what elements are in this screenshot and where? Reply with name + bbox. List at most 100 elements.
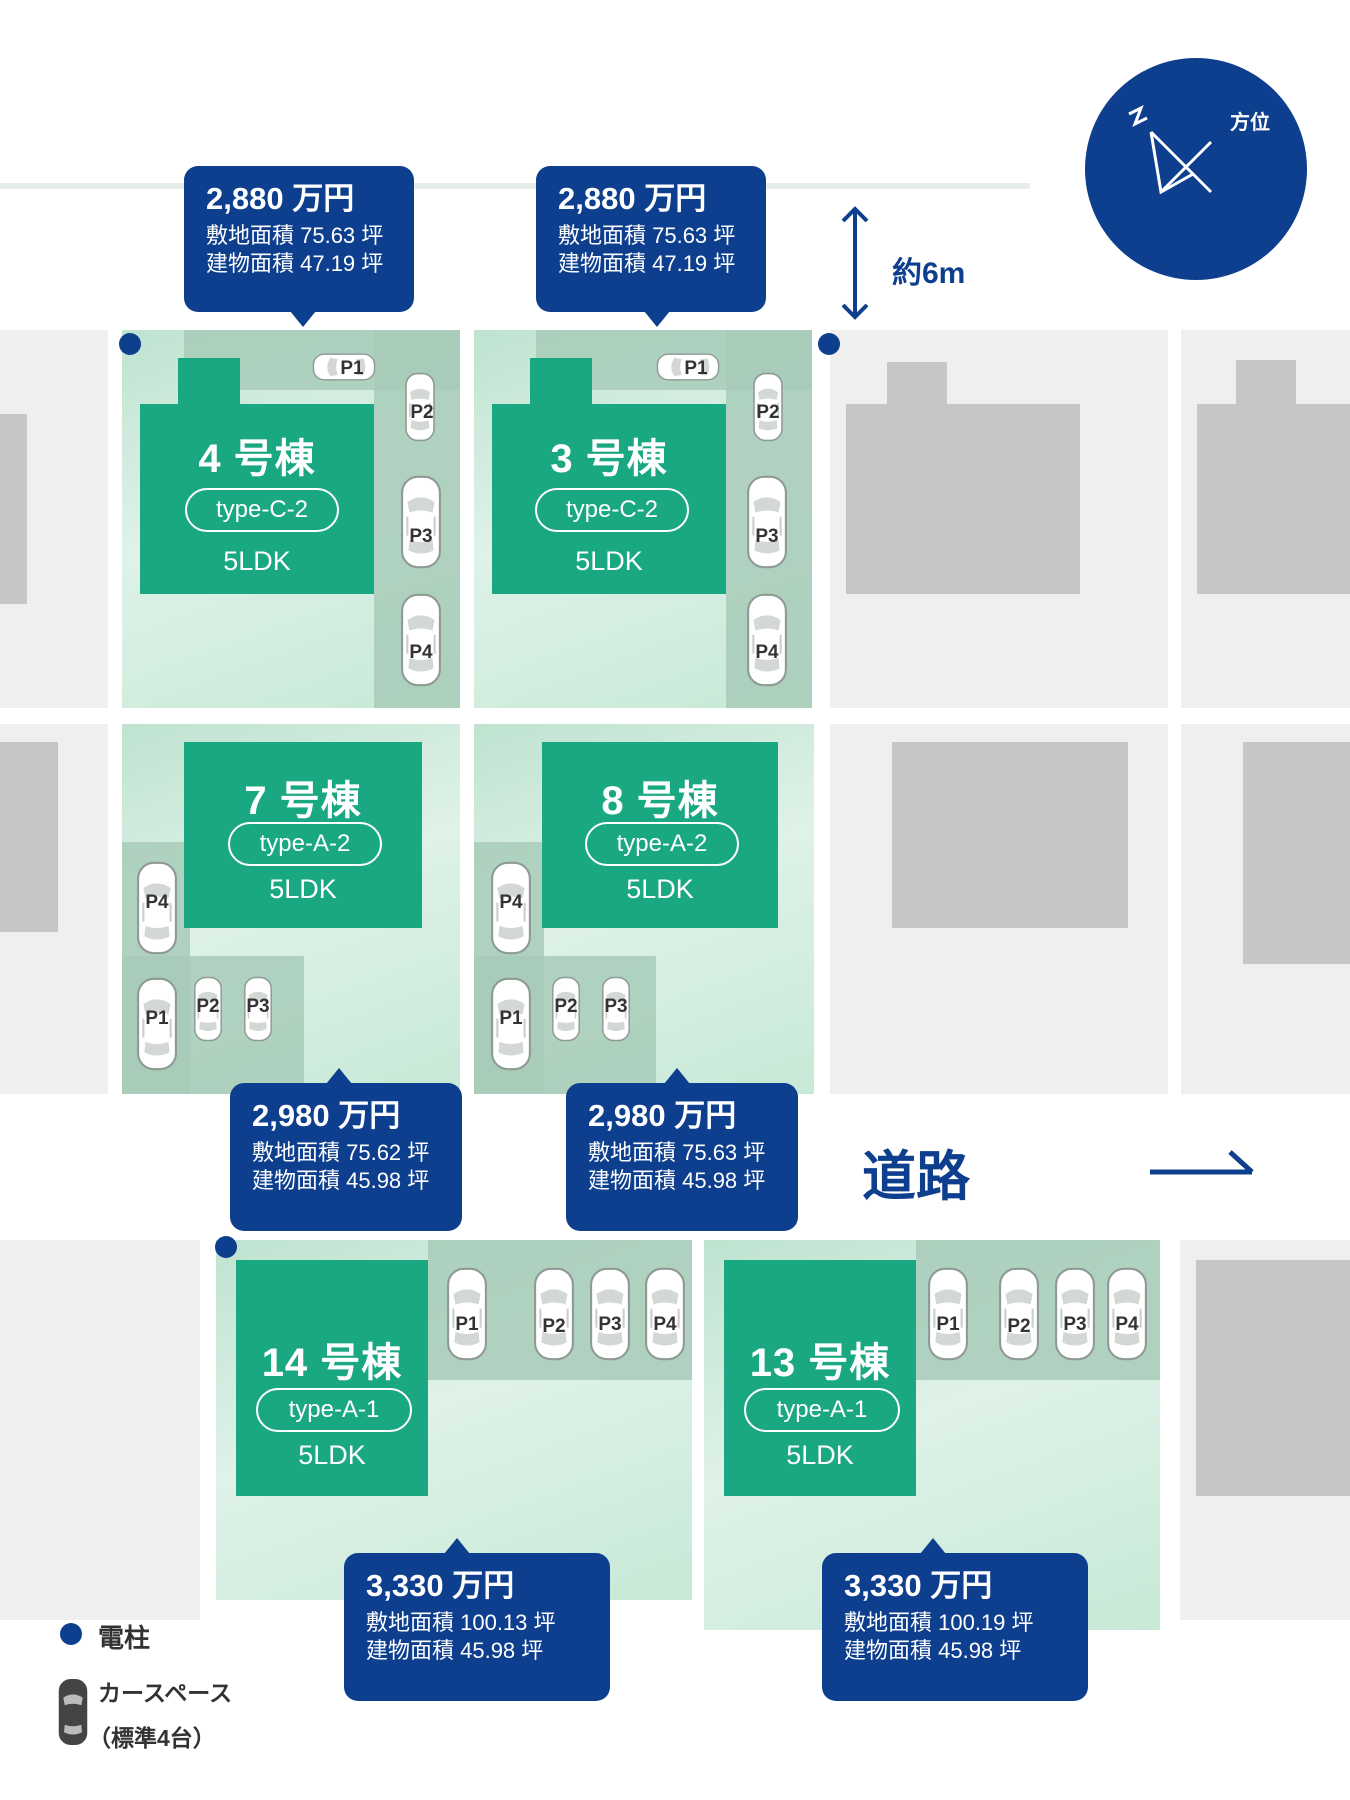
utility-pole-icon bbox=[818, 333, 840, 355]
house-name: 3 号棟 bbox=[550, 437, 668, 481]
parking-spot-p1: P1 bbox=[927, 1267, 969, 1361]
callout-pointer bbox=[444, 1538, 470, 1554]
parking-spot-p4: P4 bbox=[400, 593, 442, 687]
parking-spot-p1: P1 bbox=[656, 353, 720, 381]
house-3-upper bbox=[530, 358, 592, 406]
callout-pointer bbox=[326, 1068, 352, 1084]
house-name: 7 号棟 bbox=[244, 779, 362, 823]
house-type-badge: type-C-2 bbox=[185, 488, 339, 532]
parking-label: P3 bbox=[409, 526, 432, 547]
neighbor-building bbox=[0, 742, 58, 932]
building-area: 建物面積 45.98 坪 bbox=[844, 1638, 1022, 1663]
parking-spot-p3: P3 bbox=[601, 976, 631, 1042]
parking-spot-p1: P1 bbox=[136, 977, 178, 1071]
dimension-arrow-icon bbox=[841, 206, 869, 320]
land-area: 敷地面積 75.62 坪 bbox=[252, 1140, 430, 1165]
parking-label: P2 bbox=[410, 402, 433, 423]
callout-pointer bbox=[664, 1068, 690, 1084]
house-layout: 5LDK bbox=[575, 546, 643, 576]
parking-spot-p1: P1 bbox=[490, 977, 532, 1071]
neighbor-building bbox=[1236, 360, 1296, 410]
price: 2,880 万円 bbox=[206, 181, 355, 216]
house-8[interactable]: 8 号棟 type-A-2 5LDK bbox=[542, 742, 778, 928]
compass: 方位 bbox=[1085, 58, 1307, 280]
parking-spot-p2: P2 bbox=[194, 976, 222, 1042]
parking-label: P1 bbox=[936, 1314, 960, 1335]
compass-label: 方位 bbox=[1230, 112, 1270, 134]
neighbor-building bbox=[887, 362, 947, 412]
parking-label: P3 bbox=[1063, 1314, 1086, 1335]
parking-spot-p2: P2 bbox=[533, 1267, 575, 1361]
parking-label: P2 bbox=[756, 402, 779, 423]
building-area: 建物面積 47.19 坪 bbox=[558, 251, 736, 276]
parking-label: P4 bbox=[145, 892, 169, 913]
direction-arrow-icon bbox=[1150, 1150, 1254, 1175]
price-callout-14[interactable]: 3,330 万円 敷地面積 100.13 坪 建物面積 45.98 坪 bbox=[344, 1553, 610, 1701]
house-type-badge: type-A-1 bbox=[744, 1388, 900, 1432]
parking-label: P2 bbox=[542, 1316, 565, 1337]
neighbor-building bbox=[892, 742, 1128, 928]
price: 2,880 万円 bbox=[558, 181, 707, 216]
house-layout: 5LDK bbox=[626, 874, 694, 904]
house-13[interactable]: 13 号棟 type-A-1 5LDK bbox=[724, 1260, 916, 1496]
parking-spot-p1: P1 bbox=[446, 1267, 488, 1361]
parking-label: P1 bbox=[455, 1314, 479, 1335]
neighbor-building bbox=[0, 414, 27, 604]
price: 3,330 万円 bbox=[844, 1568, 993, 1603]
utility-pole-icon bbox=[119, 333, 141, 355]
legend-car-sub: （標準4台） bbox=[88, 1725, 216, 1751]
parking-label: P2 bbox=[196, 996, 219, 1017]
land-area: 敷地面積 100.13 坪 bbox=[366, 1610, 556, 1635]
price-callout-7[interactable]: 2,980 万円 敷地面積 75.62 坪 建物面積 45.98 坪 bbox=[230, 1083, 462, 1231]
parking-label: P1 bbox=[499, 1008, 523, 1029]
price: 3,330 万円 bbox=[366, 1568, 515, 1603]
house-7[interactable]: 7 号棟 type-A-2 5LDK bbox=[184, 742, 422, 928]
utility-pole-icon bbox=[215, 1236, 237, 1258]
price: 2,980 万円 bbox=[588, 1098, 737, 1133]
parking-spot-p2: P2 bbox=[753, 372, 783, 442]
house-4[interactable]: 4 号棟 type-C-2 5LDK bbox=[140, 404, 374, 594]
parking-spot-p4: P4 bbox=[136, 861, 178, 955]
house-type-badge: type-C-2 bbox=[535, 488, 689, 532]
parking-spot-p3: P3 bbox=[1054, 1267, 1096, 1361]
top-road-line bbox=[0, 183, 1030, 189]
dimension-label: 約6m bbox=[892, 257, 966, 290]
house-type-badge: type-A-2 bbox=[228, 822, 382, 866]
parking-spot-p2: P2 bbox=[998, 1267, 1040, 1361]
house-4-upper bbox=[178, 358, 240, 406]
house-3[interactable]: 3 号棟 type-C-2 5LDK bbox=[492, 404, 726, 594]
house-14[interactable]: 14 号棟 type-A-1 5LDK bbox=[236, 1260, 428, 1496]
parking-label: P3 bbox=[598, 1314, 621, 1335]
parking-label: P3 bbox=[604, 996, 627, 1017]
parking-spot-p2: P2 bbox=[551, 976, 581, 1042]
house-name: 14 号棟 bbox=[261, 1341, 403, 1385]
parking-label: P3 bbox=[246, 996, 269, 1017]
house-layout: 5LDK bbox=[298, 1440, 366, 1470]
parking-label: P4 bbox=[409, 642, 433, 663]
parking-spot-p4: P4 bbox=[644, 1267, 686, 1361]
building-area: 建物面積 45.98 坪 bbox=[252, 1168, 430, 1193]
price-callout-8[interactable]: 2,980 万円 敷地面積 75.63 坪 建物面積 45.98 坪 bbox=[566, 1083, 798, 1231]
price-callout-13[interactable]: 3,330 万円 敷地面積 100.19 坪 建物面積 45.98 坪 bbox=[822, 1553, 1088, 1701]
neighbor-block bbox=[0, 1240, 200, 1620]
legend-car-label: カースペース bbox=[98, 1680, 233, 1706]
parking-label: P1 bbox=[684, 358, 708, 379]
callout-pointer bbox=[644, 311, 670, 327]
parking-label: P1 bbox=[340, 358, 364, 379]
land-area: 敷地面積 75.63 坪 bbox=[588, 1140, 766, 1165]
price-callout-3[interactable]: 2,880 万円 敷地面積 75.63 坪 建物面積 47.19 坪 bbox=[536, 166, 766, 312]
parking-spot-p4: P4 bbox=[1106, 1267, 1148, 1361]
house-name: 8 号棟 bbox=[601, 779, 719, 823]
neighbor-building bbox=[1196, 1260, 1350, 1496]
house-name: 4 号棟 bbox=[198, 437, 316, 481]
price: 2,980 万円 bbox=[252, 1098, 401, 1133]
land-area: 敷地面積 100.19 坪 bbox=[844, 1610, 1034, 1635]
building-area: 建物面積 45.98 坪 bbox=[588, 1168, 766, 1193]
parking-spot-p4: P4 bbox=[746, 593, 788, 687]
price-callout-4[interactable]: 2,880 万円 敷地面積 75.63 坪 建物面積 47.19 坪 bbox=[184, 166, 414, 312]
parking-spot-p3: P3 bbox=[589, 1267, 631, 1361]
house-layout: 5LDK bbox=[269, 874, 337, 904]
land-area: 敷地面積 75.63 坪 bbox=[558, 223, 736, 248]
parking-spot-p1: P1 bbox=[312, 353, 376, 381]
